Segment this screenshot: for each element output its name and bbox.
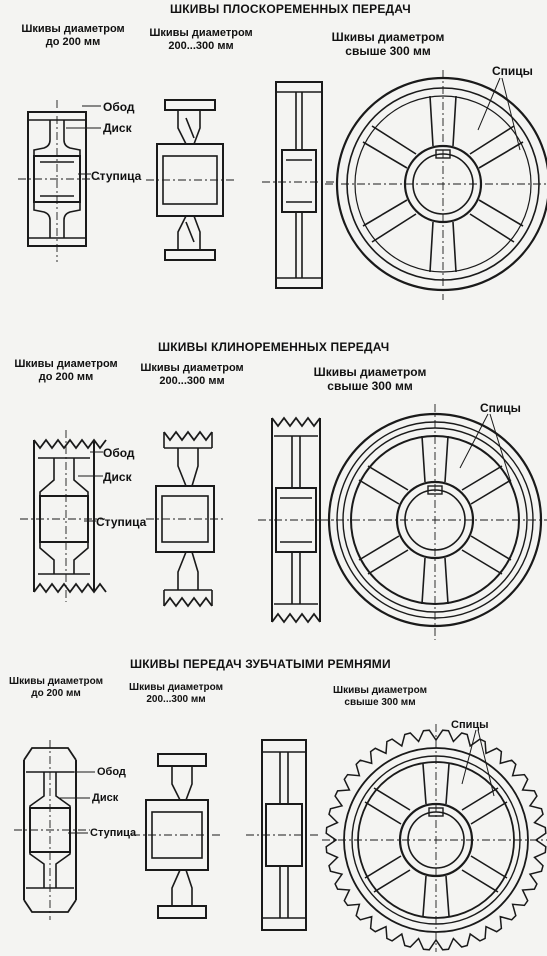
- v-pulley-medium: [155, 430, 215, 608]
- caption-line: 200...300 мм: [146, 694, 206, 705]
- caption-line: до 200 мм: [38, 371, 94, 383]
- caption-line: Шкивы диаметром: [9, 676, 103, 687]
- toothed-pulley-medium: [145, 753, 209, 919]
- caption-line: Шкивы диаметром: [331, 30, 445, 44]
- label-rim: Обод: [103, 446, 135, 460]
- flat-pulley-large-side: [275, 81, 323, 289]
- caption-line: 200...300 мм: [159, 375, 225, 387]
- v-pulley-small: [33, 438, 107, 594]
- label-spokes: Спицы: [451, 719, 489, 731]
- section-title-flat-belt: ШКИВЫ ПЛОСКОРЕМЕННЫХ ПЕРЕДАЧ: [170, 2, 411, 16]
- caption-line: свыше 300 мм: [327, 379, 413, 393]
- caption-line: Шкивы диаметром: [14, 358, 118, 370]
- caption-line: свыше 300 мм: [344, 697, 416, 708]
- caption-line: Шкивы диаметром: [129, 682, 223, 693]
- col3-caption-flat: Шкивы диаметром свыше 300 мм: [318, 30, 458, 58]
- label-rim: Обод: [97, 766, 126, 778]
- caption-line: до 200 мм: [31, 688, 81, 699]
- label-rim: Обод: [103, 100, 135, 114]
- col3-caption-toothed: Шкивы диаметром свыше 300 мм: [322, 685, 438, 709]
- caption-line: Шкивы диаметром: [149, 27, 253, 39]
- col2-caption-toothed: Шкивы диаметром 200...300 мм: [118, 682, 234, 706]
- label-spokes: Спицы: [492, 64, 533, 78]
- col3-caption-v: Шкивы диаметром свыше 300 мм: [300, 365, 440, 393]
- caption-line: Шкивы диаметром: [21, 23, 125, 35]
- label-disc: Диск: [103, 121, 132, 135]
- label-spokes: Спицы: [480, 401, 521, 415]
- label-hub: Ступица: [90, 827, 137, 839]
- col1-caption-toothed: Шкивы диаметром до 200 мм: [0, 676, 112, 700]
- section-title-toothed-belt: ШКИВЫ ПЕРЕДАЧ ЗУБЧАТЫМИ РЕМНЯМИ: [130, 657, 391, 671]
- caption-line: Шкивы диаметром: [333, 685, 427, 696]
- label-disc: Диск: [103, 470, 132, 484]
- label-hub: Ступица: [91, 169, 142, 183]
- col2-caption-flat: Шкивы диаметром 200...300 мм: [136, 27, 266, 53]
- label-hub: Ступица: [96, 515, 147, 529]
- caption-line: Шкивы диаметром: [140, 362, 244, 374]
- col1-caption-flat: Шкивы диаметром до 200 мм: [8, 23, 138, 49]
- caption-line: до 200 мм: [45, 36, 101, 48]
- col1-caption-v: Шкивы диаметром до 200 мм: [2, 358, 130, 384]
- caption-line: Шкивы диаметром: [313, 365, 427, 379]
- col2-caption-v: Шкивы диаметром 200...300 мм: [128, 362, 256, 388]
- gear-teeth-outline: [325, 729, 547, 951]
- caption-line: 200...300 мм: [168, 40, 234, 52]
- caption-line: свыше 300 мм: [345, 44, 431, 58]
- label-disc: Диск: [92, 792, 119, 804]
- section-title-v-belt: ШКИВЫ КЛИНОРЕМЕННЫХ ПЕРЕДАЧ: [158, 340, 390, 354]
